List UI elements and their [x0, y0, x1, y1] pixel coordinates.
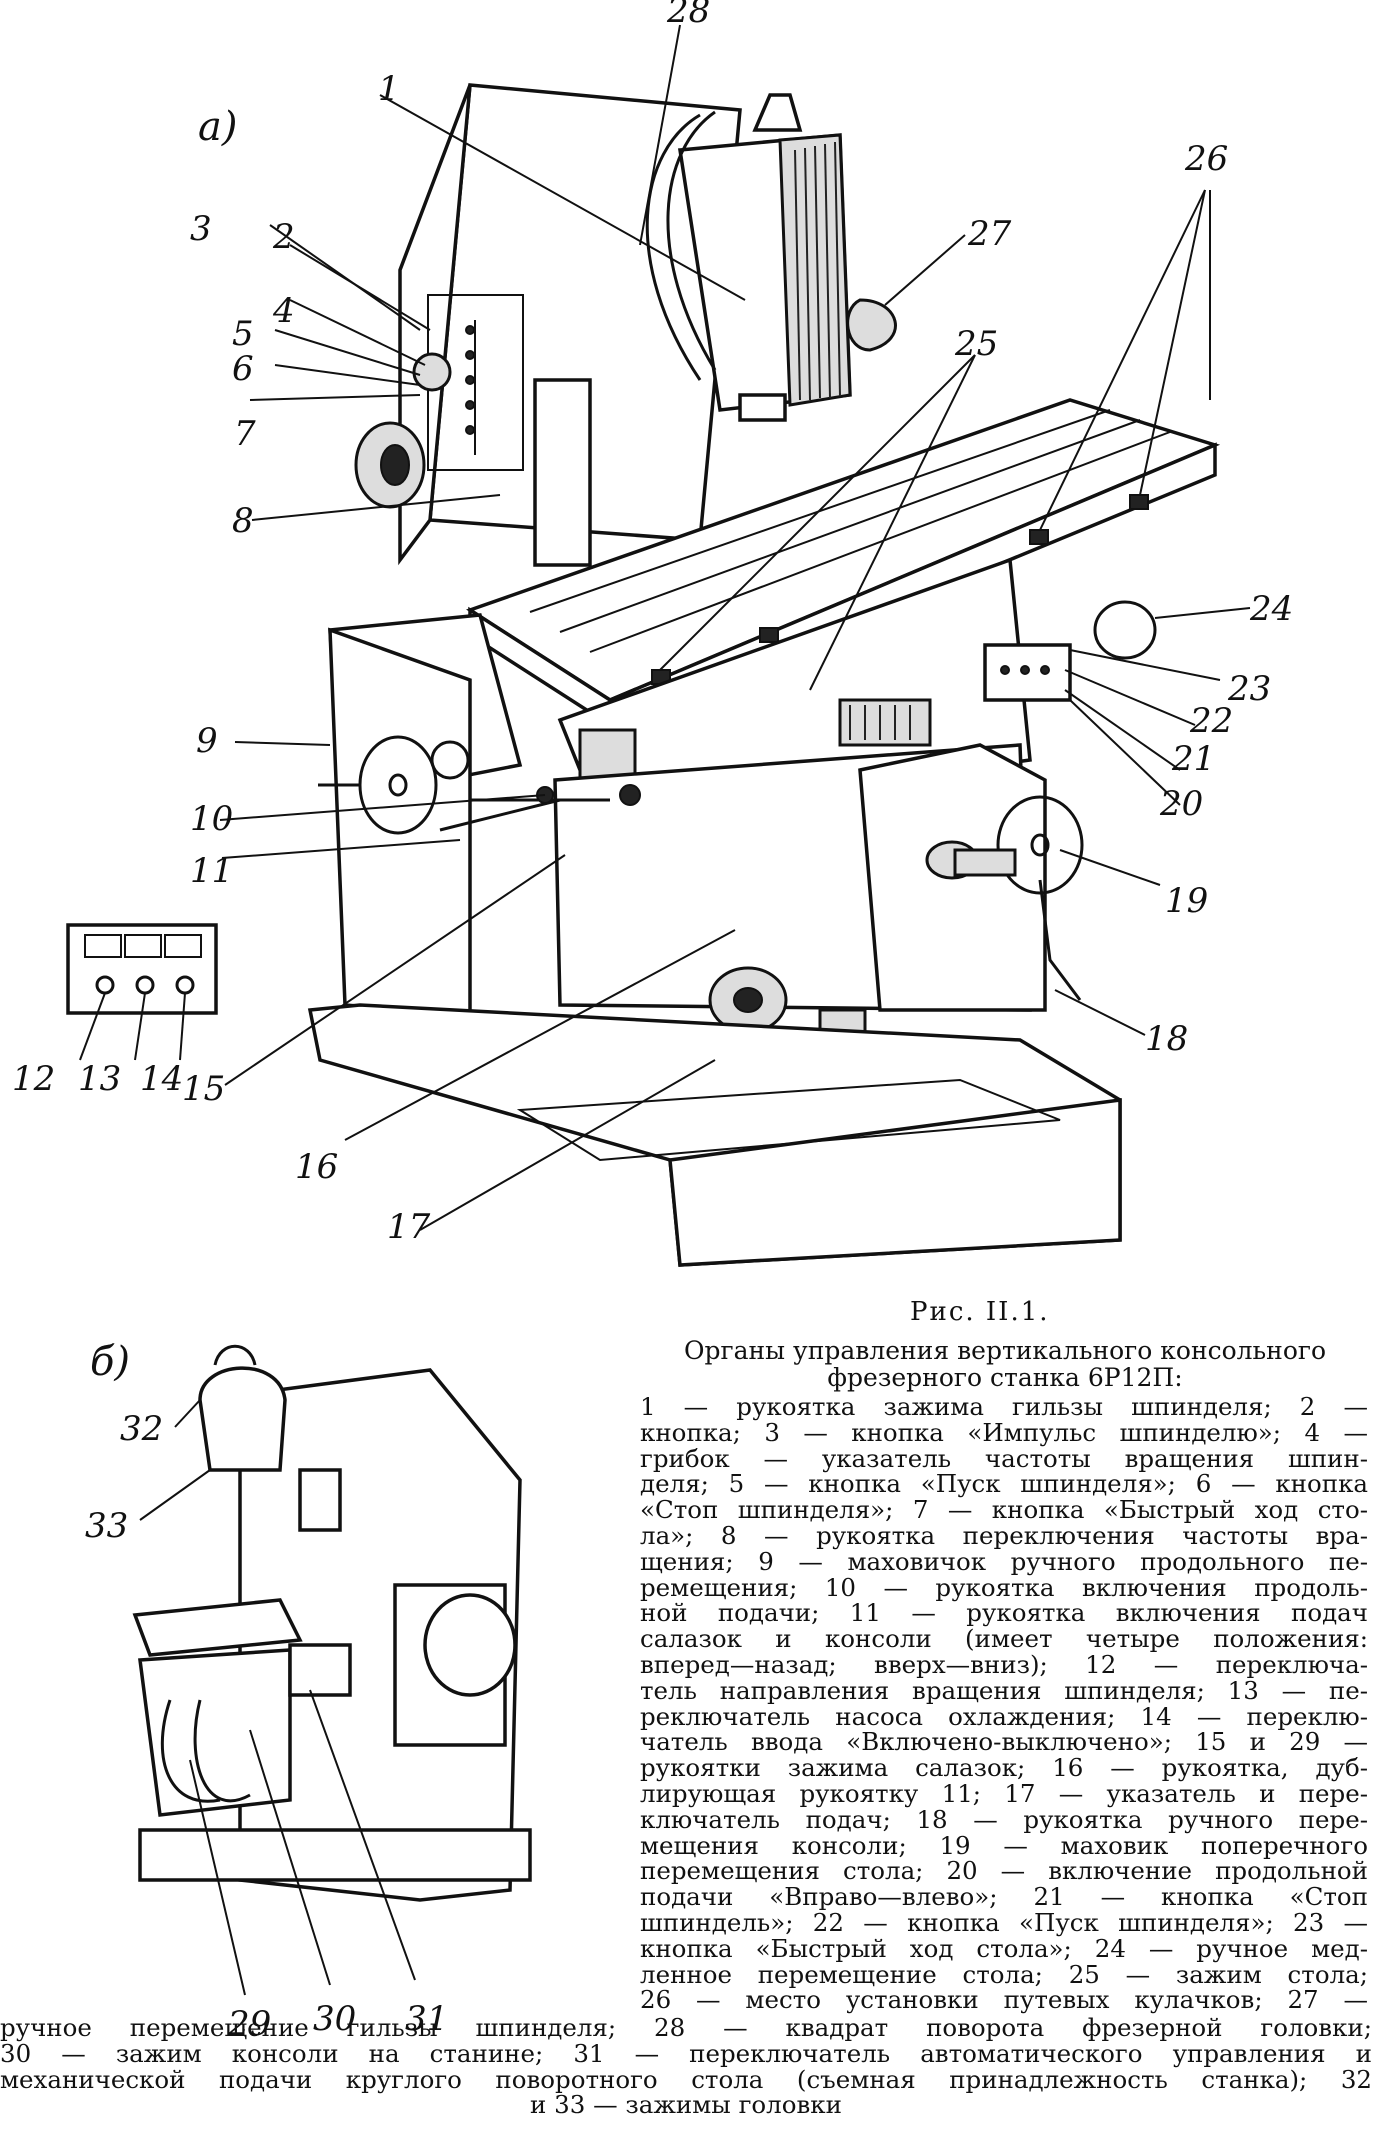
callout-33: 33 — [85, 1506, 128, 1546]
callout-17: 17 — [387, 1207, 431, 1247]
column-lower — [328, 627, 472, 1017]
caption-line: чатель ввода «Включено-выключено»; 15 и … — [640, 1727, 1368, 1757]
column-slot — [533, 378, 592, 567]
caption-line: «Стоп шпинделя»; 7 — кнопка «Быстрый ход… — [640, 1495, 1368, 1525]
caption-line: 1 — рукоятка зажима гильзы шпинделя; 2 — — [640, 1392, 1368, 1421]
callout-5: 5 — [232, 314, 254, 354]
caption-line: механической подачи круглого поворотного… — [0, 2064, 1372, 2094]
callout-10: 10 — [190, 799, 233, 839]
callout-25: 25 — [954, 324, 998, 364]
callout-32: 32 — [120, 1409, 163, 1449]
callout-9: 9 — [196, 721, 218, 761]
callout-2: 2 — [272, 217, 295, 257]
callout-18: 18 — [1145, 1019, 1188, 1059]
side-knee — [138, 1648, 292, 1817]
side-motor — [423, 1593, 517, 1697]
callout-14: 14 — [140, 1059, 183, 1099]
caption-line: салазок и консоли (имеет четыре положени… — [640, 1624, 1368, 1654]
caption-line: вперед—назад; вверх—вниз); 12 — переключ… — [640, 1649, 1368, 1679]
callout-15: 15 — [182, 1069, 225, 1109]
caption-line: кнопка; 3 — кнопка «Импульс шпинделю»; 4… — [640, 1417, 1368, 1447]
caption-line: и 33 — зажимы головки — [530, 2090, 842, 2120]
caption-line: реключатель насоса охлаждения; 14 — пере… — [640, 1701, 1368, 1731]
figure-b: 32 33 29 30 31 б) — [85, 1339, 532, 2044]
caption-line: подачи «Вправо—влево»; 21 — кнопка «Стоп — [640, 1882, 1368, 1912]
callout-1: 1 — [378, 69, 400, 109]
side-base — [138, 1828, 532, 1882]
caption-line: кнопка «Быстрый ход стола»; 24 — ручное … — [640, 1933, 1368, 1963]
caption-line: рукоятки зажима салазок; 16 — рукоятка, … — [640, 1753, 1368, 1783]
subfigure-b-label: б) — [90, 1339, 130, 1385]
feed-switch-box — [288, 1643, 352, 1697]
callout-31: 31 — [405, 1999, 448, 2039]
head-cap — [752, 93, 803, 132]
side-table — [132, 1598, 303, 1657]
caption-line: ной подачи; 11 — рукоятка включения пода… — [640, 1598, 1368, 1628]
callout-28: 28 — [666, 0, 710, 31]
callout-22: 22 — [1189, 701, 1233, 741]
caption-line: тель направления вращения шпинделя; 13 —… — [640, 1675, 1368, 1705]
callout-24: 24 — [1249, 589, 1293, 629]
caption-line: грибок — указатель частоты вращения шпин… — [640, 1443, 1368, 1473]
figure-title: Рис. II.1. — [910, 1297, 1050, 1327]
caption-line: перемещения стола; 20 — включение продол… — [640, 1856, 1368, 1886]
callout-11: 11 — [190, 851, 233, 891]
caption-line: ручное перемещение гильзы шпинделя; 28 —… — [0, 2013, 1372, 2042]
switch-box — [66, 923, 218, 1015]
callout-6: 6 — [232, 349, 254, 389]
callout-12: 12 — [12, 1059, 55, 1099]
caption-line: ла»; 8 — рукоятка переключения частоты в… — [640, 1520, 1368, 1550]
caption-line: шпиндель»; 22 — кнопка «Пуск шпинделя»; … — [640, 1907, 1368, 1937]
callout-26: 26 — [1184, 139, 1228, 179]
callout-13: 13 — [78, 1059, 121, 1099]
slow-feed-handwheel — [1093, 600, 1157, 660]
callout-20: 20 — [1159, 784, 1203, 824]
callout-7: 7 — [234, 414, 256, 454]
sleeve-handwheel — [846, 298, 897, 352]
caption-bottom: ручное перемещение гильзы шпинделя; 28 —… — [0, 2015, 1372, 2118]
caption-line: деля; 5 — кнопка «Пуск шпинделя»; 6 — кн… — [640, 1469, 1368, 1499]
caption-line: 30 — зажим консоли на станине; 31 — пере… — [0, 2038, 1372, 2068]
callout-27: 27 — [967, 214, 1012, 254]
caption-line: ключатель подач; 18 — рукоятка ручного п… — [640, 1804, 1368, 1834]
caption-heading-line: Органы управления вертикального консольн… — [683, 1336, 1327, 1365]
caption-heading: Органы управления вертикального консольн… — [640, 1337, 1370, 1391]
callout-30: 30 — [313, 1999, 356, 2039]
caption-line: ленное перемещение стола; 25 — зажим сто… — [640, 1959, 1368, 1989]
callout-8: 8 — [232, 501, 254, 541]
caption-line: лирующая рукоятку 11; 17 — указатель и п… — [640, 1778, 1368, 1808]
callout-29: 29 — [227, 2004, 271, 2044]
side-head — [198, 1366, 287, 1472]
caption-line: мещения консоли; 19 — маховик поперечног… — [640, 1830, 1368, 1860]
cross-handwheel — [996, 795, 1084, 895]
callout-16: 16 — [295, 1147, 338, 1187]
caption-line: 26 — место установки путевых кулачков; 2… — [640, 1985, 1368, 2015]
caption-right-column: 1 — рукоятка зажима гильзы шпинделя; 2 —… — [640, 1394, 1368, 2013]
callout-23: 23 — [1227, 669, 1271, 709]
figure-a: 28 1 2 3 4 5 6 7 8 9 10 11 12 13 14 15 1… — [12, 0, 1293, 1267]
callout-21: 21 — [1171, 739, 1215, 779]
caption-line: щения; 9 — маховичок ручного продольного… — [640, 1546, 1368, 1576]
callout-19: 19 — [1165, 881, 1208, 921]
callout-4: 4 — [272, 291, 295, 331]
caption-heading-line: фрезерного станка 6Р12П: — [827, 1363, 1183, 1392]
caption-line: ремещения; 10 — рукоятка включения продо… — [640, 1572, 1368, 1602]
subfigure-a-label: а) — [198, 104, 237, 150]
callout-3: 3 — [190, 209, 212, 249]
